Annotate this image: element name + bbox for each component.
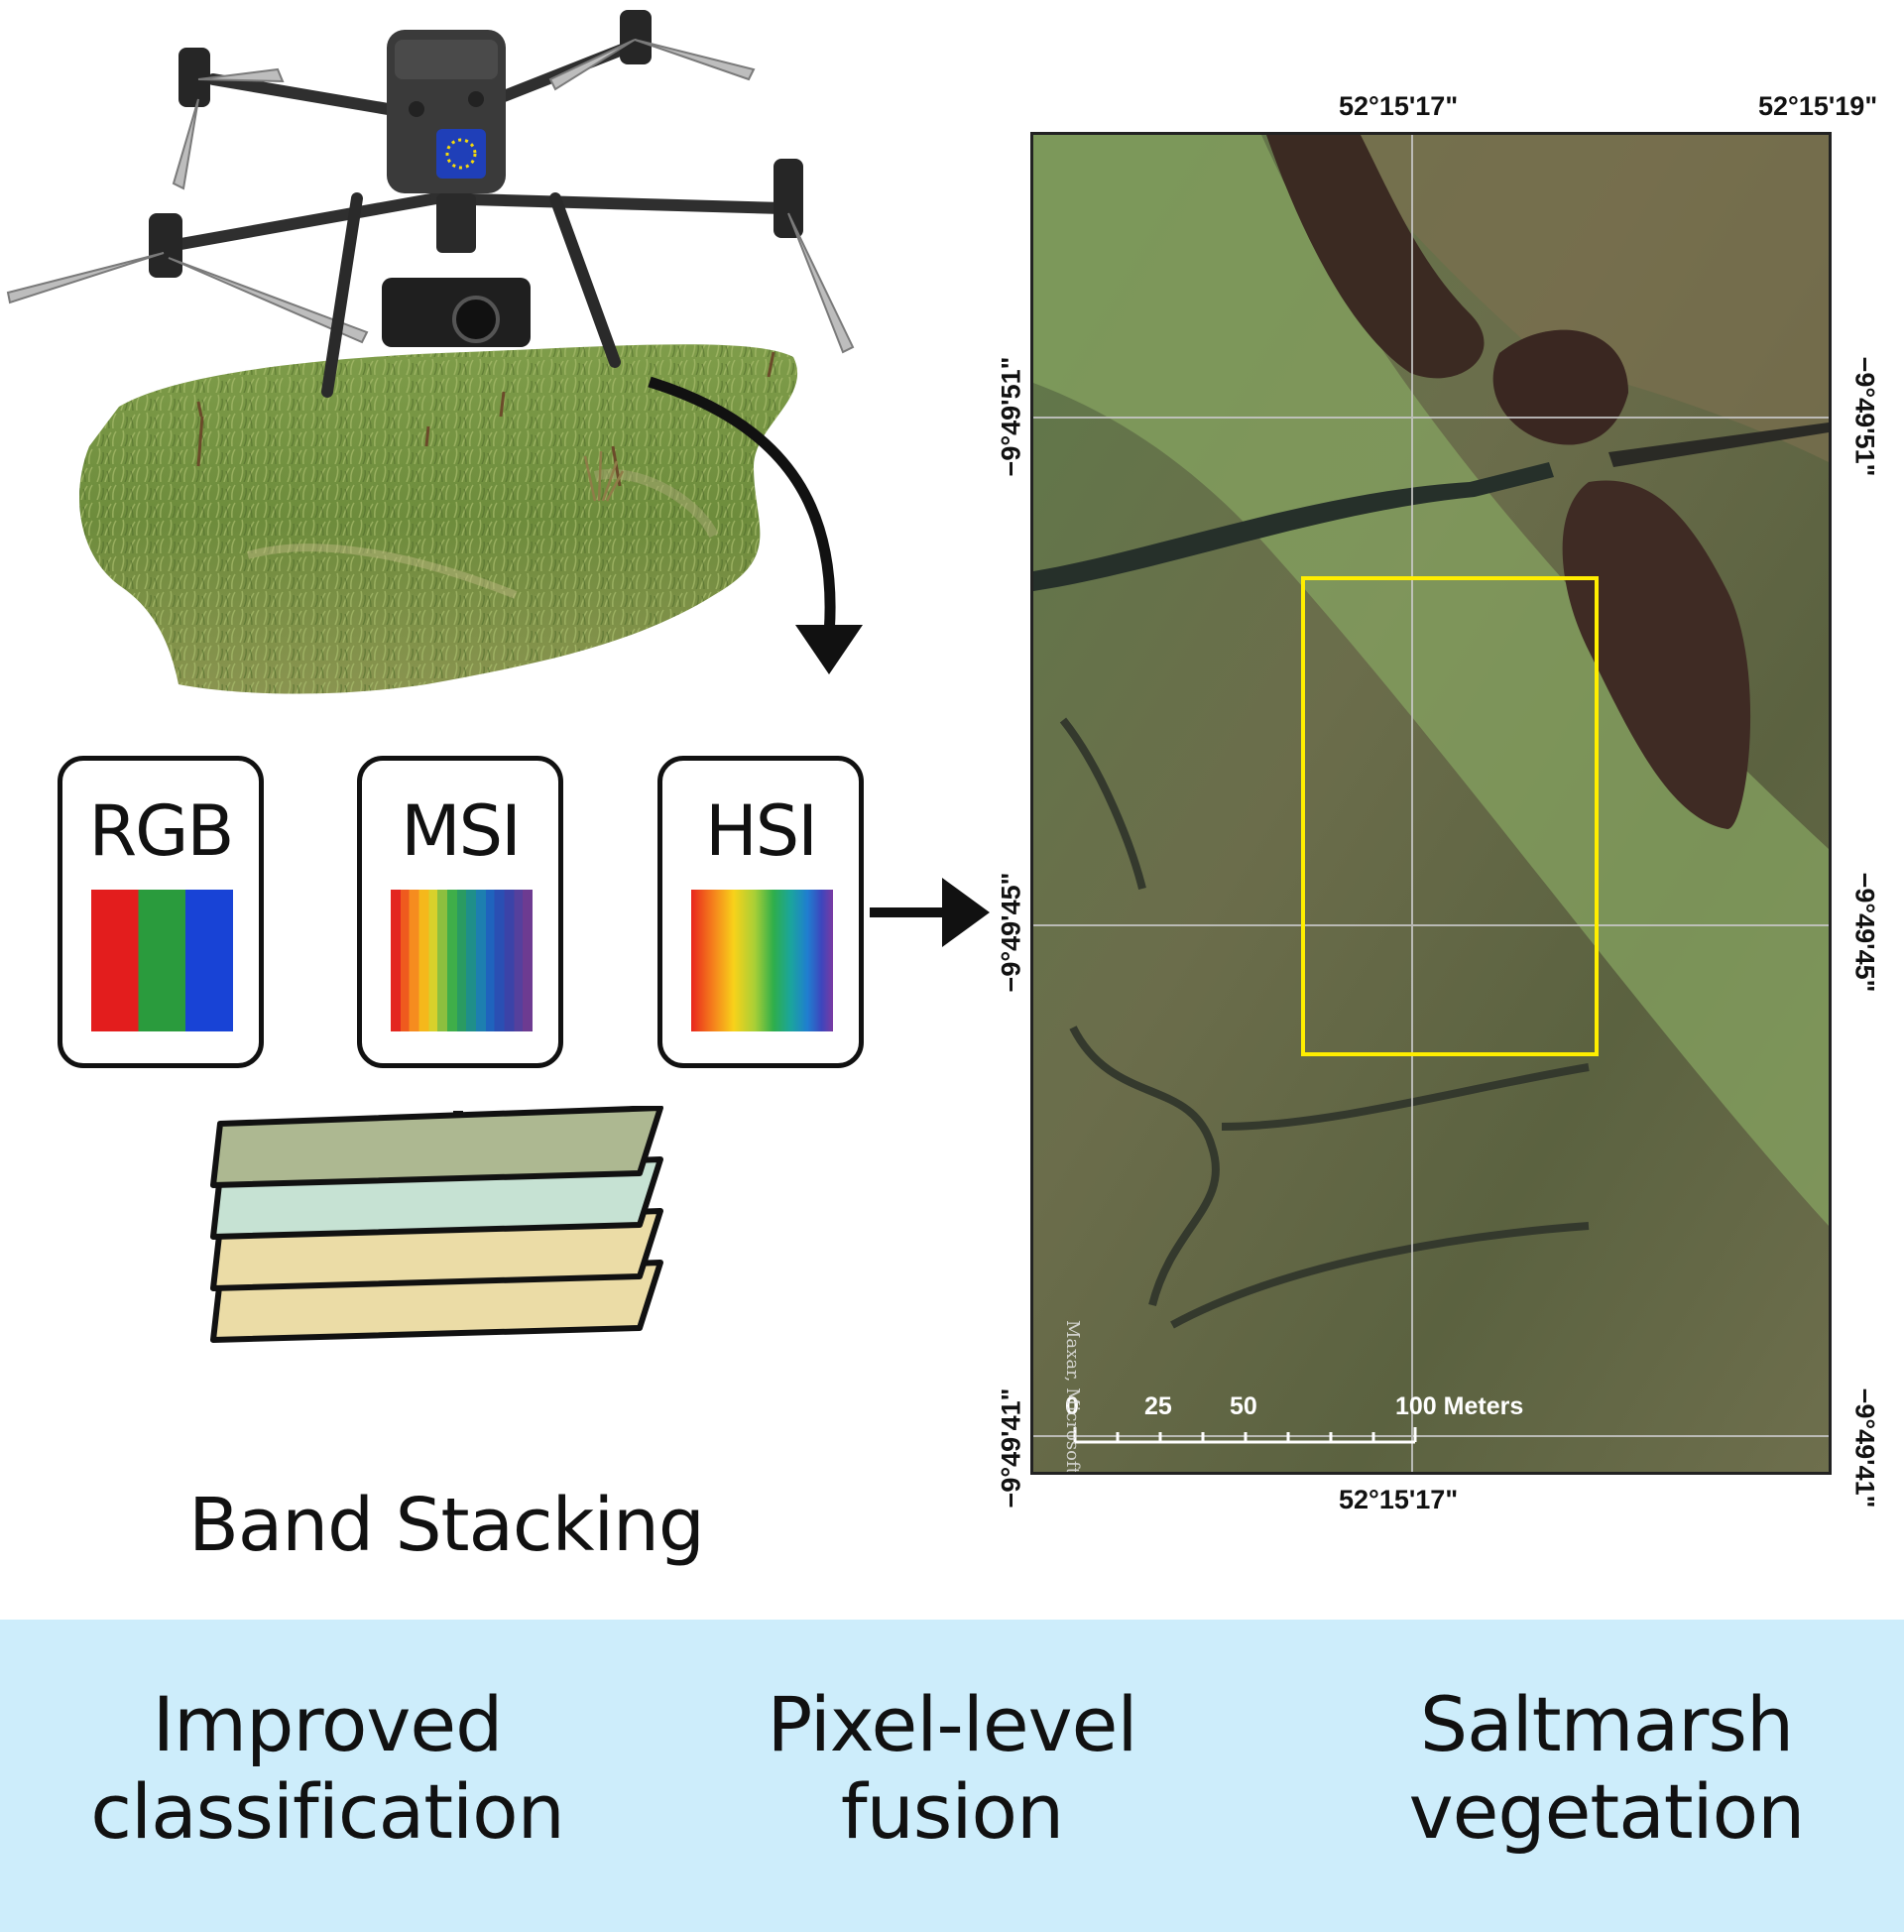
arrow-right-icon	[870, 878, 990, 947]
satellite-map-image: 0 25 50 100 Meters Maxar, Microsoft	[1030, 132, 1832, 1475]
banner-item-classification: Improved classification	[90, 1680, 565, 1856]
band-stacking-label: Band Stacking	[188, 1483, 705, 1568]
rgb-band-swatch	[91, 890, 233, 1031]
grass-patch-image	[79, 344, 798, 694]
scale-label-25: 25	[1144, 1392, 1172, 1420]
sensor-label: RGB	[88, 790, 235, 872]
map-lat-label-left-upper: −9°49'51"	[996, 356, 1026, 477]
sensor-card-hsi: HSI	[657, 756, 864, 1068]
flow-arrow-icon	[648, 376, 863, 674]
map-lat-label-right-upper: −9°49'51"	[1849, 356, 1880, 477]
banner-item-fusion: Pixel-level fusion	[767, 1680, 1138, 1856]
map-lon-label-top-left: 52°15'17"	[1339, 91, 1459, 121]
sensor-card-msi: MSI	[357, 756, 563, 1068]
map-lon-label-top-right: 52°15'19"	[1758, 91, 1878, 121]
map-lat-label-right-middle: −9°49'45"	[1849, 872, 1880, 993]
hsi-band-swatch	[691, 890, 833, 1031]
scale-label-0: 0	[1065, 1392, 1079, 1420]
sensor-card-rgb: RGB	[58, 756, 264, 1068]
sensor-label: MSI	[401, 790, 521, 872]
summary-banner: Improved classification Pixel-level fusi…	[0, 1620, 1904, 1932]
study-area-rectangle	[1301, 576, 1599, 1056]
map-lat-label-left-lower: −9°49'41"	[996, 1388, 1026, 1509]
band-layer-1	[210, 1106, 663, 1188]
scale-label-50: 50	[1230, 1392, 1257, 1420]
map-lon-label-bottom: 52°15'17"	[1339, 1485, 1459, 1514]
sensor-label: HSI	[705, 790, 818, 872]
band-stack-illustration	[210, 1106, 663, 1343]
drone-icon	[6, 10, 855, 398]
banner-item-saltmarsh: Saltmarsh vegetation	[1408, 1680, 1806, 1856]
scale-bar	[1073, 1427, 1417, 1444]
map-attribution: Maxar, Microsoft	[1062, 1320, 1083, 1475]
map-lat-label-right-lower: −9°49'41"	[1849, 1388, 1880, 1509]
drone-over-grass-illustration	[6, 10, 863, 694]
scale-label-100: 100 Meters	[1395, 1392, 1524, 1420]
msi-band-swatch	[391, 890, 533, 1031]
map-lat-label-left-middle: −9°49'45"	[996, 872, 1026, 993]
